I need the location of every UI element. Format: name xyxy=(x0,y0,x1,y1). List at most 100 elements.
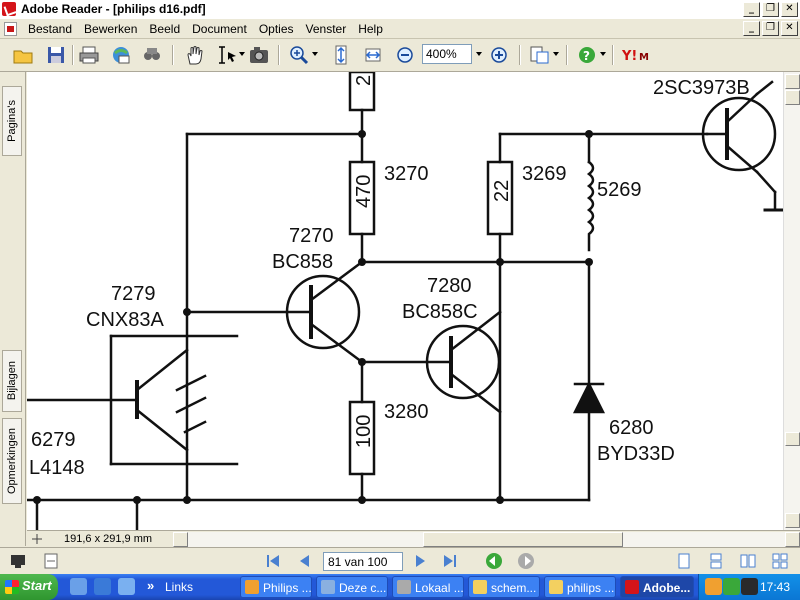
yahoo-icon[interactable]: Y!M xyxy=(620,44,660,66)
page-number-input[interactable] xyxy=(323,552,403,571)
task-philips-2[interactable]: philips ... xyxy=(544,576,616,598)
close-button[interactable]: ✕ xyxy=(781,2,798,17)
search-icon[interactable] xyxy=(141,44,163,66)
hand-icon[interactable] xyxy=(184,44,206,66)
outlook-icon[interactable] xyxy=(118,578,135,595)
diode-6280 xyxy=(572,381,606,414)
facing-pages-icon[interactable] xyxy=(740,553,756,569)
forward-view-icon[interactable] xyxy=(517,552,535,570)
previous-page-icon[interactable] xyxy=(297,553,313,569)
vertical-scroll-thumb[interactable] xyxy=(785,432,800,446)
document-icon[interactable] xyxy=(4,22,17,36)
tray-icon-1[interactable] xyxy=(705,578,722,595)
scroll-up-button[interactable] xyxy=(785,74,800,89)
horizontal-scrollbar[interactable] xyxy=(173,532,800,547)
snapshot-icon[interactable] xyxy=(248,44,270,66)
status-row: 191,6 x 291,9 mm xyxy=(27,530,800,547)
help-icon[interactable]: ? xyxy=(576,44,598,66)
task-philips-1[interactable]: Philips ... xyxy=(240,576,312,598)
first-page-icon[interactable] xyxy=(265,553,281,569)
task-deze-computer[interactable]: Deze c... xyxy=(316,576,388,598)
page-layout-icon[interactable] xyxy=(44,553,58,569)
email-icon[interactable] xyxy=(110,44,132,66)
zoom-plus-icon[interactable] xyxy=(488,44,510,66)
internet-explorer-icon[interactable] xyxy=(94,578,111,595)
open-icon[interactable] xyxy=(12,44,34,66)
menu-venster[interactable]: Venster xyxy=(305,22,347,36)
clock[interactable]: 17:43 xyxy=(759,580,790,594)
next-page-icon[interactable] xyxy=(412,553,428,569)
scroll-page-up-button[interactable] xyxy=(785,90,800,105)
label-r3269-ref: 3269 xyxy=(522,163,567,185)
fit-width-icon[interactable] xyxy=(362,44,384,66)
label-opto-type: CNX83A xyxy=(86,309,164,331)
toolbar: ? Y!M xyxy=(0,39,800,72)
menu-bar: Bestand Bewerken Beeld Document Opties V… xyxy=(0,19,800,39)
save-icon[interactable] xyxy=(45,44,67,66)
horizontal-scroll-thumb[interactable] xyxy=(423,532,623,547)
svg-text:?: ? xyxy=(583,49,590,63)
rotate-icon[interactable] xyxy=(528,44,550,66)
continuous-facing-icon[interactable] xyxy=(772,553,788,569)
tray-icon-2[interactable] xyxy=(723,578,740,595)
label-q7280-type: BC858C xyxy=(402,301,478,323)
window-title: Adobe Reader - [philips d16.pdf] xyxy=(21,2,206,16)
single-page-icon[interactable] xyxy=(676,553,692,569)
tab-paginas[interactable]: Pagina's xyxy=(2,86,22,156)
label-l5269-ref: 5269 xyxy=(597,179,642,201)
zoom-dropdown-button[interactable] xyxy=(472,44,486,64)
label-opto-ref: 7279 xyxy=(111,283,156,305)
tab-bijlagen[interactable]: Bijlagen xyxy=(2,350,22,412)
scroll-left-button[interactable] xyxy=(173,532,188,547)
label-q7270-type: BC858 xyxy=(272,251,333,273)
doc-minimize-button[interactable]: _ xyxy=(743,21,760,36)
tray-icon-3[interactable] xyxy=(741,578,758,595)
label-r3269-value: 22 xyxy=(491,180,513,202)
label-d6279-ref: 6279 xyxy=(31,429,76,451)
menu-beeld[interactable]: Beeld xyxy=(149,22,181,36)
last-page-icon[interactable] xyxy=(442,553,458,569)
task-schem[interactable]: schem... xyxy=(468,576,540,598)
menu-opties[interactable]: Opties xyxy=(258,22,294,36)
quick-launch-chevron[interactable]: » xyxy=(147,578,155,593)
label-2sc3973b: 2SC3973B xyxy=(653,77,750,99)
adobe-reader-icon xyxy=(625,580,639,594)
taskbar: Start » Links Philips ... Deze c... Loka… xyxy=(0,574,800,600)
svg-text:Y!: Y! xyxy=(621,49,637,64)
maximize-button[interactable]: ❐ xyxy=(762,2,779,17)
doc-restore-button[interactable]: ❐ xyxy=(762,21,779,36)
resize-icon xyxy=(32,534,42,544)
zoom-out-icon[interactable] xyxy=(394,44,416,66)
start-button[interactable]: Start xyxy=(0,574,58,600)
system-tray: 17:43 xyxy=(698,574,800,600)
zoom-in-icon[interactable] xyxy=(288,44,310,66)
document-view[interactable]: 2 470 3270 22 3269 5269 2SC3973B 7270 BC… xyxy=(27,72,783,530)
zoom-level-input[interactable] xyxy=(422,44,472,64)
tab-opmerkingen[interactable]: Opmerkingen xyxy=(2,418,22,504)
monitor-icon[interactable] xyxy=(10,553,26,569)
vertical-scrollbar[interactable] xyxy=(783,72,800,530)
scroll-right-button[interactable] xyxy=(785,532,800,547)
fit-page-icon[interactable] xyxy=(330,44,352,66)
continuous-page-icon[interactable] xyxy=(708,553,724,569)
navigation-panel: Pagina's Bijlagen Opmerkingen xyxy=(0,72,26,546)
label-d6280-type: BYD33D xyxy=(597,443,675,465)
scroll-down-button[interactable] xyxy=(785,513,800,528)
menu-bestand[interactable]: Bestand xyxy=(28,22,73,36)
back-view-icon[interactable] xyxy=(485,552,503,570)
print-icon[interactable] xyxy=(78,44,100,66)
adobe-reader-icon xyxy=(2,2,16,16)
show-desktop-icon[interactable] xyxy=(70,578,87,595)
menu-document[interactable]: Document xyxy=(192,22,247,36)
task-lokaal[interactable]: Lokaal ... xyxy=(392,576,464,598)
doc-close-button[interactable]: ✕ xyxy=(781,21,798,36)
label-q7270-ref: 7270 xyxy=(289,225,334,247)
label-r3270-value: 470 xyxy=(353,175,375,208)
svg-text:M: M xyxy=(639,52,649,63)
minimize-button[interactable]: _ xyxy=(743,2,760,17)
select-text-icon[interactable] xyxy=(216,44,238,66)
links-toolbar[interactable]: Links xyxy=(165,580,194,594)
menu-help[interactable]: Help xyxy=(358,22,383,36)
menu-bewerken[interactable]: Bewerken xyxy=(84,22,138,36)
task-adobe-reader[interactable]: Adobe... xyxy=(620,576,694,598)
